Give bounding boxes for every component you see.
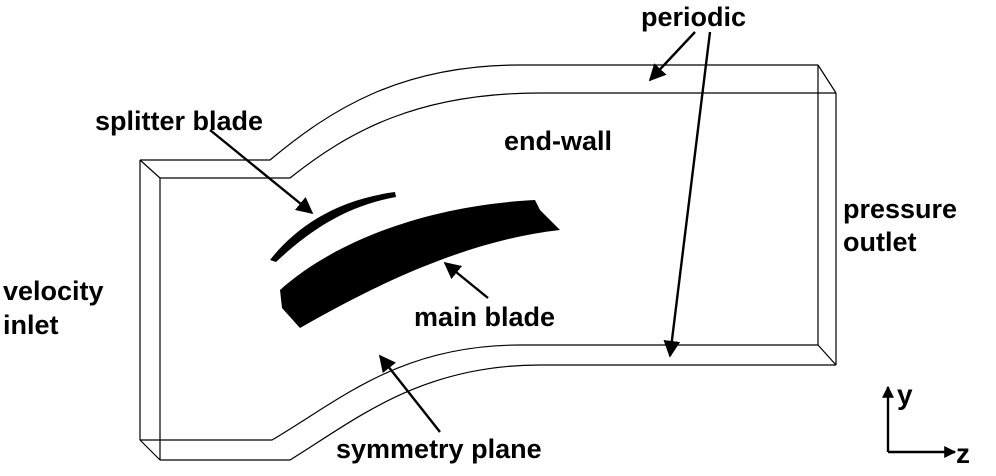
outlet-bottom-connector [817, 344, 837, 366]
outlet-top-connector [817, 64, 837, 94]
domain-wireframe [139, 64, 837, 461]
inlet-top-connector [139, 159, 161, 179]
label-end-wall: end-wall [504, 126, 612, 156]
periodic-arrow-lower [663, 31, 712, 358]
bottom-back-edge [140, 344, 818, 441]
periodic-arrow-upper [648, 31, 696, 82]
symmetry-plane-arrow [378, 354, 441, 433]
label-outlet: outlet [843, 227, 917, 257]
z-axis-label: z [956, 438, 970, 469]
bottom-front-edge [160, 364, 836, 461]
main-blade-arrow [443, 261, 489, 299]
inlet-bottom-connector [139, 439, 161, 461]
label-symmetry-plane: symmetry plane [336, 434, 542, 464]
top-back-edge [140, 64, 818, 161]
coordinate-axes: y z [882, 379, 970, 469]
label-periodic: periodic [641, 2, 746, 32]
splitter-blade-shape [270, 192, 396, 262]
label-inlet: inlet [3, 310, 59, 340]
top-front-edge [160, 92, 836, 179]
label-pressure: pressure [843, 194, 957, 224]
label-main-blade: main blade [414, 302, 555, 332]
splitter-blade-arrow [209, 129, 314, 215]
main-blade-shape [280, 200, 560, 328]
label-velocity: velocity [3, 276, 104, 306]
label-splitter-blade: splitter blade [95, 106, 263, 136]
y-axis-label: y [897, 379, 913, 410]
